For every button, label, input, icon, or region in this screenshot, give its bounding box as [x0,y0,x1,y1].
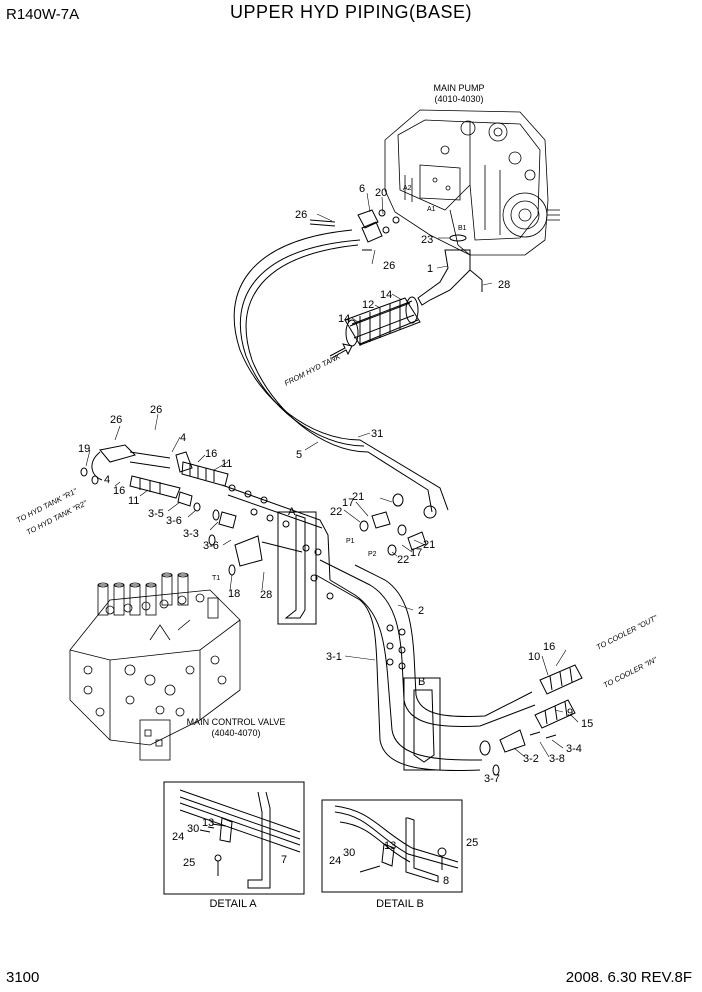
detail-b-callout-25: 25 [466,837,478,849]
callout-9: 9 [567,707,573,719]
callout-21: 21 [352,491,364,503]
callout-3-3: 3-3 [183,528,199,540]
port-t1: T1 [212,575,220,582]
detail-a-callout-24: 24 [172,831,184,843]
leader-lines [85,192,579,775]
port-p2: P2 [368,551,377,558]
cooler-hoses [479,664,583,776]
port-a1: A1 [427,206,436,213]
callout-12: 12 [362,299,374,311]
pump-flanges [309,209,483,306]
callout-28: 28 [260,589,272,601]
detail-b-callout-24: 24 [329,855,341,867]
callout-3-5: 3-5 [148,508,164,520]
callout-26: 26 [110,414,122,426]
callout-3-6: 3-6 [166,515,182,527]
detail-a-callout-25: 25 [183,857,195,869]
port-b1: B1 [458,225,467,232]
callout-22: 22 [397,554,409,566]
from-hyd-tank-arrow [329,343,353,359]
bracket-b [403,677,441,771]
callout-2: 2 [418,605,424,617]
callout-3-7: 3-7 [484,773,500,785]
to-cooler-out-label: TO COOLER "OUT" [595,613,659,652]
callout-6: 6 [359,183,365,195]
callout-11: 11 [128,495,139,507]
to-cooler-in-label: TO COOLER "IN" [602,655,659,690]
main-pump [384,109,560,256]
callout-26: 26 [295,209,307,221]
main-control-valve [69,572,241,761]
callout-23: 23 [421,234,433,246]
detail-marker-b: B [418,676,425,688]
callout-31: 31 [371,428,383,440]
callout-17: 17 [342,497,354,509]
callout-18: 18 [228,588,240,600]
callout-3-8: 3-8 [549,753,565,765]
detail-b-caption: DETAIL B [376,898,424,910]
page-title: UPPER HYD PIPING(BASE) [229,2,473,22]
center-fittings [359,493,437,556]
callout-4: 4 [104,474,110,486]
callout-3-1: 3-1 [326,651,342,663]
main-pump-label: MAIN PUMP [433,83,484,93]
model-code: R140W-7A [6,6,80,23]
callout-16: 16 [543,641,555,653]
port-p1: P1 [346,538,355,545]
callout-15: 15 [581,718,593,730]
callout-3-4: 3-4 [566,743,582,755]
callout-4: 4 [180,432,186,444]
detail-a-box [163,781,305,895]
callout-28: 28 [498,279,510,291]
pipes-3-1-and-2 [315,559,536,772]
callout-5: 5 [296,449,302,461]
fitting-row [228,484,334,600]
callout-16: 16 [205,448,217,460]
callout-3-6: 3-6 [203,540,219,552]
bracket-a [277,511,317,625]
return-piping-left [80,444,331,581]
detail-b-callout-8: 8 [443,875,449,887]
callout-21: 21 [423,539,435,551]
callout-20: 20 [375,187,387,199]
callout-26: 26 [383,260,395,272]
callout-3-2: 3-2 [523,753,539,765]
port-a2: A2 [403,185,412,192]
callout-1: 1 [427,263,433,275]
page-number: 3100 [6,969,40,986]
callout-11: 11 [221,458,232,470]
callout-17: 17 [410,547,422,559]
pressure-hoses [233,229,449,513]
detail-b-box [321,799,463,893]
callout-22: 22 [330,506,342,518]
callout-14: 14 [338,313,350,325]
detail-b-callout-30: 30 [343,847,355,859]
revision-date: 2008. 6.30 REV.8F [565,969,692,986]
clamp-fittings [386,624,406,670]
mcv-ref: (4040-4070) [211,728,260,738]
callout-26: 26 [150,404,162,416]
mcv-label: MAIN CONTROL VALVE [187,717,286,727]
detail-a-callout-13: 13 [202,817,214,829]
from-hyd-tank-label: FROM HYD TANK [283,351,343,387]
callout-14: 14 [380,289,392,301]
suction-hose [344,296,421,347]
detail-a-callout-30: 30 [187,823,199,835]
main-pump-ref: (4010-4030) [434,94,483,104]
callout-10: 10 [528,651,540,663]
callout-16: 16 [113,485,125,497]
detail-a-callout-7: 7 [281,854,287,866]
callout-19: 19 [78,443,90,455]
detail-a-caption: DETAIL A [209,898,257,910]
detail-b-callout-13: 13 [384,840,396,852]
detail-marker-a: A [288,506,296,518]
